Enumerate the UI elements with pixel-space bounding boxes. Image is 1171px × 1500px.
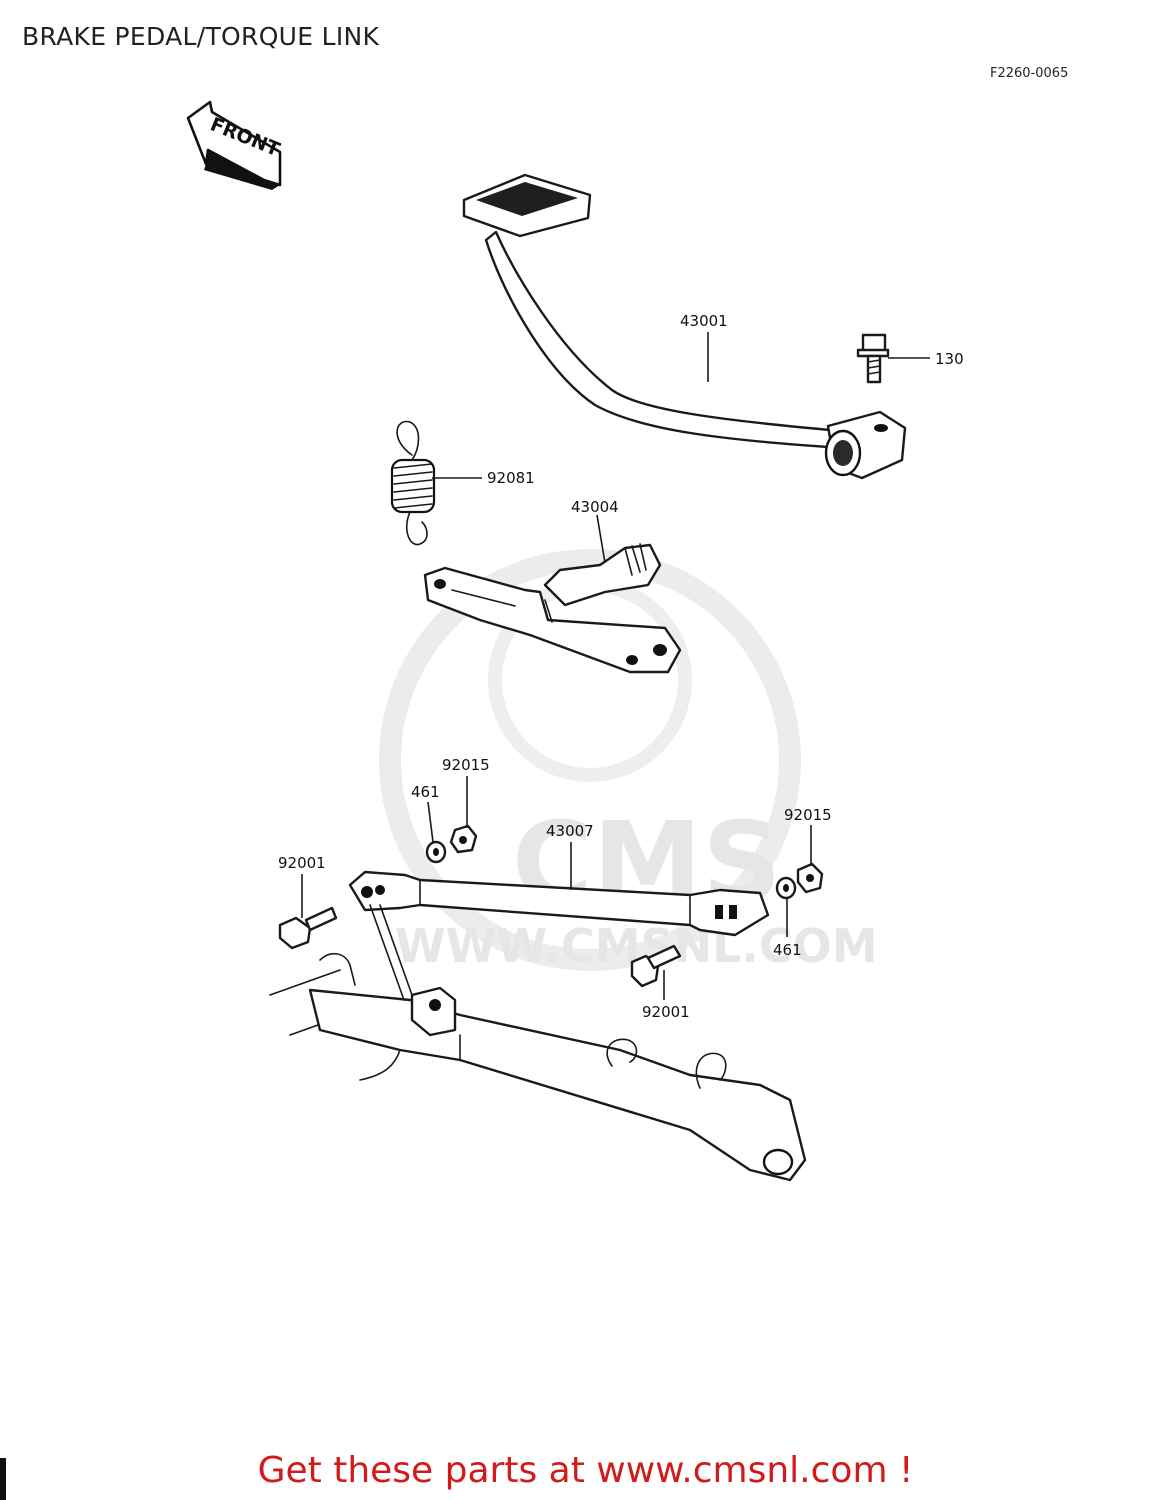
callout-43001: 43001 bbox=[680, 312, 728, 330]
spring-92081-part bbox=[390, 420, 436, 546]
callout-92015-right: 92015 bbox=[784, 806, 832, 824]
callout-130: 130 bbox=[935, 350, 964, 368]
callout-92015-left: 92015 bbox=[442, 756, 490, 774]
bolt-92001-lower-part bbox=[630, 944, 682, 988]
footer-promo-link[interactable]: Get these parts at www.cmsnl.com ! bbox=[257, 1450, 914, 1491]
leader-lines bbox=[301, 332, 930, 1000]
brake-pedal-part bbox=[462, 173, 907, 480]
front-arrow-icon: FRONT bbox=[186, 100, 283, 190]
torque-link-43007-part bbox=[348, 870, 770, 937]
edge-mark bbox=[0, 1458, 6, 1500]
callout-92081: 92081 bbox=[487, 469, 535, 487]
callout-43007: 43007 bbox=[546, 822, 594, 840]
callout-labels: 43001 130 92081 43004 92015 461 43007 92… bbox=[278, 312, 964, 1021]
bolt-130-part bbox=[856, 333, 890, 384]
nut-92015-left-part bbox=[449, 824, 478, 854]
lever-shaft-43004-part bbox=[423, 543, 682, 674]
swingarm-assembly bbox=[269, 904, 807, 1182]
callout-43004: 43004 bbox=[571, 498, 619, 516]
nut-92015-right-part bbox=[796, 862, 824, 894]
figure-code: F2260-0065 bbox=[990, 66, 1069, 81]
callout-92001-lower: 92001 bbox=[642, 1003, 690, 1021]
callout-92001-left: 92001 bbox=[278, 854, 326, 872]
callout-461-right: 461 bbox=[773, 941, 802, 959]
washer-461-left-part bbox=[425, 840, 447, 864]
bolt-92001-left-part bbox=[278, 906, 338, 950]
page-title: BRAKE PEDAL/TORQUE LINK bbox=[22, 22, 380, 51]
washer-461-right-part bbox=[775, 876, 797, 900]
callout-461-left: 461 bbox=[411, 783, 440, 801]
